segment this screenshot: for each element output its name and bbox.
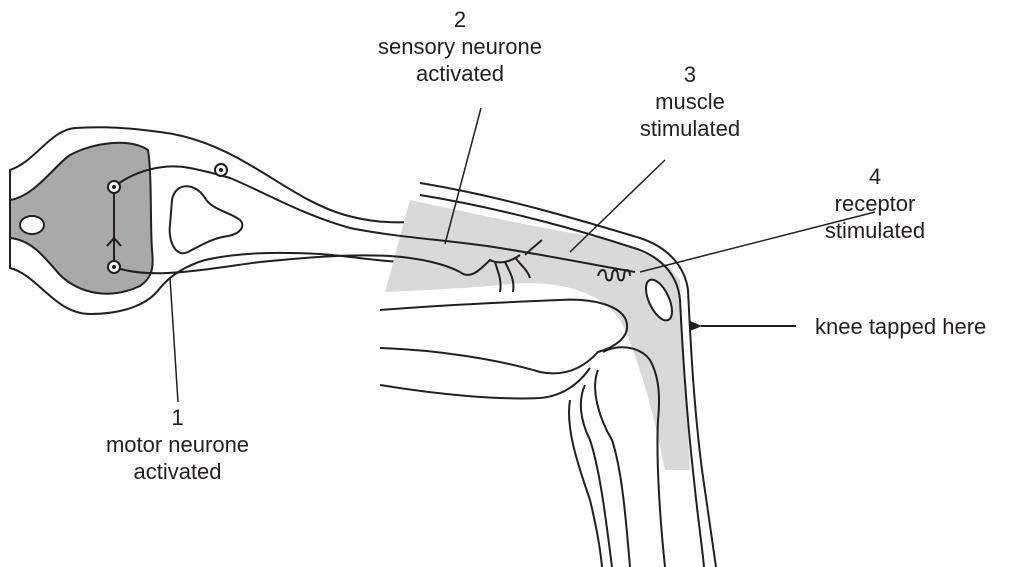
label-2-line2: activated [360, 60, 560, 87]
sensory-cell-nucleus [112, 185, 116, 189]
central-canal [20, 216, 44, 234]
label-receptor: 4 receptor stimulated [790, 163, 960, 244]
tibia-inner [595, 370, 630, 567]
label-2-line1: sensory neurone [360, 33, 560, 60]
ganglion-cell-nucleus [219, 168, 223, 172]
motor-cell-nucleus [112, 265, 116, 269]
label-motor-neurone: 1 motor neurone activated [70, 404, 285, 485]
label-4-line1: receptor [790, 190, 960, 217]
label-3-line1: muscle [600, 88, 780, 115]
leader-line-3 [570, 160, 665, 252]
label-3-line2: stimulated [600, 115, 780, 142]
fibula-inner [569, 400, 602, 567]
femur-outline [380, 300, 627, 374]
fibula-outline [581, 385, 612, 567]
label-2-number: 2 [360, 6, 560, 33]
label-sensory-neurone: 2 sensory neurone activated [360, 6, 560, 87]
label-1-line1: motor neurone [70, 431, 285, 458]
label-1-line2: activated [70, 458, 285, 485]
leader-line-1 [170, 278, 178, 402]
label-1-number: 1 [70, 404, 285, 431]
label-4-number: 4 [790, 163, 960, 190]
label-3-number: 3 [600, 61, 780, 88]
label-4-line2: stimulated [790, 217, 960, 244]
label-knee-tapped: knee tapped here [815, 313, 986, 340]
label-muscle: 3 muscle stimulated [600, 61, 780, 142]
